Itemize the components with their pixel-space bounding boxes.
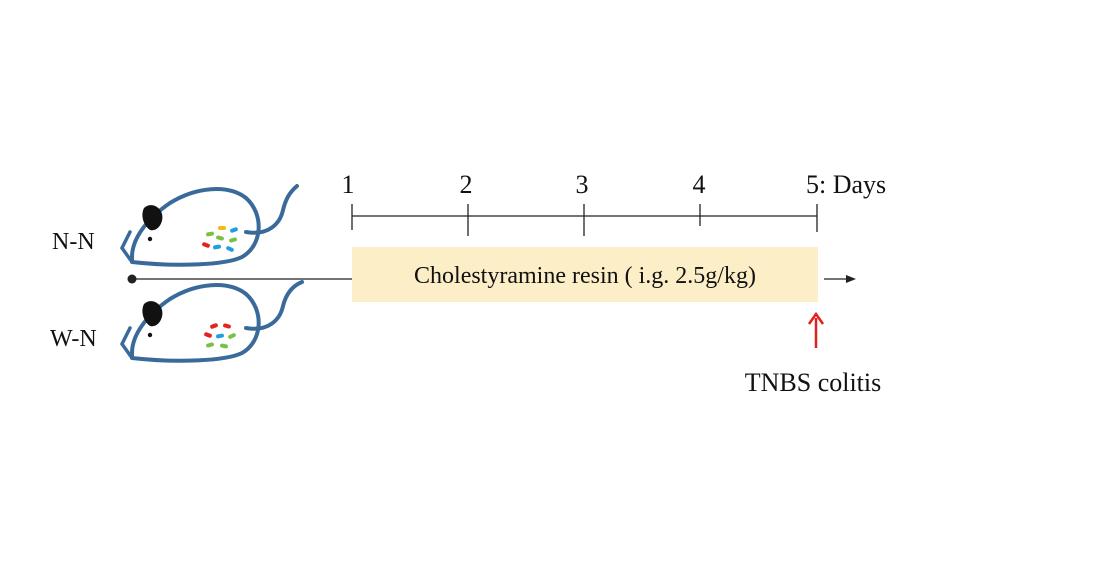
group-label-w-n: W-N <box>50 326 97 352</box>
mouse-w-n-ear-icon <box>142 301 163 327</box>
treatment-label: Cholestyramine resin ( i.g. 2.5g/kg) <box>414 263 756 289</box>
day-label-2: 2 <box>460 170 473 199</box>
day-label-3: 3 <box>576 170 589 199</box>
mouse-n-n-snout <box>119 230 134 264</box>
mouse-w-n-tail-icon <box>244 280 304 331</box>
day-label-4: 4 <box>693 170 706 199</box>
mouse-w-n <box>119 280 304 363</box>
treatment-box <box>352 247 818 302</box>
mouse-w-n-snout <box>119 326 134 360</box>
event-arrow-icon <box>807 311 825 325</box>
mouse-w-n-bacteria-icon <box>204 323 236 349</box>
event-label: TNBS colitis <box>745 368 882 397</box>
day-label-1: 1 <box>342 170 355 199</box>
mouse-n-n-tail-icon <box>244 184 299 235</box>
group-label-n-n: N-N <box>52 229 95 255</box>
mouse-n-n <box>119 184 299 267</box>
mouse-n-n-ear-icon <box>142 205 163 231</box>
timeline-arrow-icon <box>846 275 856 283</box>
mouse-w-n-eye <box>147 332 153 338</box>
mouse-n-n-eye <box>147 236 153 242</box>
mouse-n-n-bacteria-icon <box>202 226 238 252</box>
day-label-5: 5: Days <box>806 170 886 199</box>
